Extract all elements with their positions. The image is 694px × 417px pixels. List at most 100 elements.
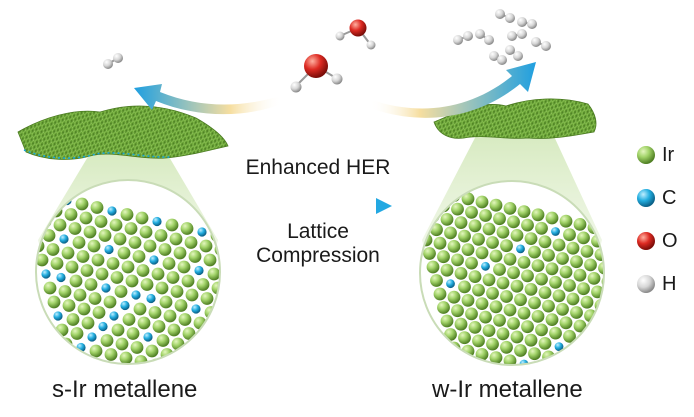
iridium-atom <box>482 273 496 287</box>
iridium-atom <box>201 344 215 358</box>
iridium-atom <box>243 341 256 354</box>
iridium-atom <box>137 316 151 330</box>
legend-item-o: O <box>632 229 692 255</box>
iridium-atom <box>77 302 91 316</box>
iridium-atom <box>566 241 580 255</box>
iridium-atom <box>637 359 650 372</box>
carbon-atom <box>149 255 159 265</box>
iridium-atom <box>70 327 84 340</box>
left-metallene-sheet <box>17 105 229 160</box>
iridium-atom <box>584 360 597 365</box>
left-h2-release-arrow <box>134 84 282 115</box>
iridium-atom <box>152 320 166 333</box>
iridium-atom <box>156 334 170 347</box>
iridium-atom <box>514 293 527 307</box>
iridium-atom <box>155 281 169 295</box>
iridium-atom <box>165 218 179 232</box>
iridium-atom <box>626 319 639 332</box>
legend-c-atom <box>637 189 655 207</box>
iridium-atom <box>475 297 489 310</box>
right-zoom-circle <box>419 180 605 366</box>
compression-label: Compression <box>256 244 380 267</box>
iridium-atom <box>602 377 615 390</box>
iridium-atom <box>134 355 148 364</box>
iridium-atom <box>524 333 538 347</box>
iridium-atom <box>151 267 165 281</box>
iridium-atom <box>594 248 604 262</box>
iridium-atom <box>58 285 72 298</box>
iridium-atom <box>510 279 524 293</box>
iridium-atom <box>538 235 552 249</box>
carbon-atom <box>146 293 156 304</box>
legend-label-ir: Ir <box>662 144 675 166</box>
iridium-atom <box>549 326 562 340</box>
iridium-atom <box>619 343 632 356</box>
iridium-atom <box>236 366 249 379</box>
iridium-atom <box>482 324 496 337</box>
iridium-atom <box>114 285 128 298</box>
iridium-atom <box>65 260 79 274</box>
iridium-atom <box>212 334 220 347</box>
carbon-atom <box>516 244 525 254</box>
hydrogen-atom <box>527 19 537 29</box>
carbon-atom <box>199 332 209 342</box>
iridium-atom <box>535 272 548 286</box>
iridium-atom <box>577 282 590 296</box>
hydrogen-atom <box>484 35 494 45</box>
hydrogen-atom <box>495 9 505 19</box>
iridium-atom <box>169 232 183 246</box>
iridium-atom <box>472 334 485 348</box>
carbon-atom <box>109 311 119 321</box>
carbon-atom <box>104 244 114 255</box>
iridium-atom <box>472 283 485 297</box>
iridium-atom <box>486 286 499 300</box>
iridium-atom <box>94 215 108 228</box>
iridium-atom <box>225 376 238 389</box>
hydrogen-atom <box>531 37 541 47</box>
oxygen-atom <box>349 19 367 37</box>
iridium-atom <box>566 292 580 306</box>
iridium-atom <box>630 332 643 345</box>
iridium-atom <box>489 351 503 364</box>
iridium-atom <box>36 253 49 267</box>
iridium-atom <box>556 302 569 316</box>
iridium-atom <box>148 306 162 319</box>
iridium-atom <box>420 193 422 206</box>
carbon-atom <box>210 321 220 332</box>
iridium-atom <box>475 246 489 260</box>
iridium-atom <box>100 334 114 347</box>
iridium-atom <box>580 295 594 309</box>
iridium-atom <box>500 239 513 253</box>
iridium-atom <box>20 198 33 211</box>
iridium-atom <box>73 288 87 302</box>
iridium-atom <box>167 323 181 337</box>
iridium-atom <box>475 348 489 361</box>
iridium-atom <box>433 236 447 250</box>
iridium-atom <box>139 225 153 239</box>
carbon-atom <box>194 265 204 276</box>
iridium-atom <box>121 260 135 274</box>
iridium-atom <box>158 243 172 256</box>
carbon-atom <box>98 321 108 332</box>
iridium-atom <box>521 269 534 283</box>
iridium-atom <box>36 211 37 225</box>
iridium-atom <box>598 312 604 326</box>
iridium-atom <box>616 380 629 393</box>
iridium-atom <box>482 222 496 236</box>
iridium-atom <box>489 249 503 263</box>
carbon-atom <box>408 182 417 191</box>
iridium-atom <box>444 226 457 240</box>
iridium-atom <box>465 307 478 321</box>
iridium-atom <box>531 259 545 272</box>
legend-h-atom <box>637 275 655 293</box>
iridium-atom <box>140 278 154 291</box>
iridium-atom <box>207 267 220 281</box>
iridium-atom <box>573 319 587 333</box>
iridium-atom <box>199 239 213 253</box>
molecules <box>103 9 551 93</box>
hydrogen-atom <box>113 53 123 63</box>
iridium-atom <box>200 292 214 305</box>
iridium-atom <box>563 228 576 242</box>
iridium-atom <box>124 222 138 235</box>
iridium-atom <box>87 239 101 253</box>
